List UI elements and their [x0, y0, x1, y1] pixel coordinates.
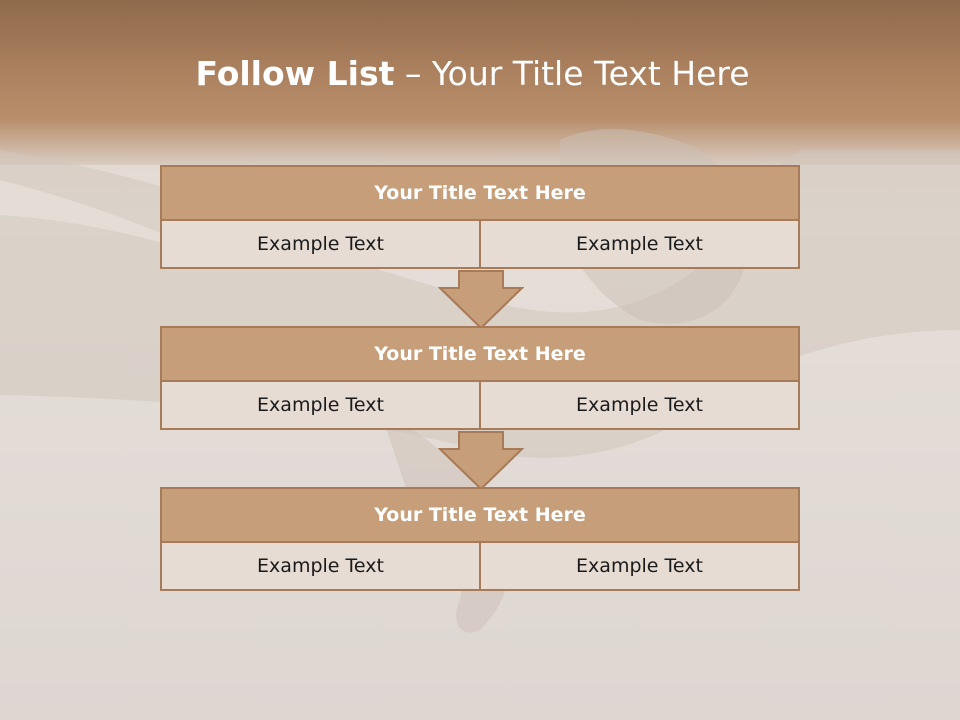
block-cell-left: Example Text [160, 219, 481, 269]
down-arrow-icon [438, 270, 524, 330]
list-block-2: Your Title Text Here Example Text Exampl… [160, 326, 800, 430]
block-cell-right: Example Text [479, 380, 800, 430]
block-row: Example Text Example Text [160, 219, 800, 269]
block-cell-left: Example Text [160, 541, 481, 591]
block-row: Example Text Example Text [160, 380, 800, 430]
block-row: Example Text Example Text [160, 541, 800, 591]
block-heading: Your Title Text Here [160, 165, 800, 221]
header-band [0, 0, 960, 165]
block-cell-right: Example Text [479, 541, 800, 591]
block-cell-left: Example Text [160, 380, 481, 430]
list-block-3: Your Title Text Here Example Text Exampl… [160, 487, 800, 591]
block-cell-right: Example Text [479, 219, 800, 269]
title-rest: – Your Title Text Here [394, 54, 750, 93]
block-heading: Your Title Text Here [160, 326, 800, 382]
block-heading: Your Title Text Here [160, 487, 800, 543]
page-title: Follow List – Your Title Text Here [0, 54, 945, 93]
down-arrow-icon [438, 431, 524, 491]
title-bold: Follow List [195, 54, 395, 93]
list-block-1: Your Title Text Here Example Text Exampl… [160, 165, 800, 269]
